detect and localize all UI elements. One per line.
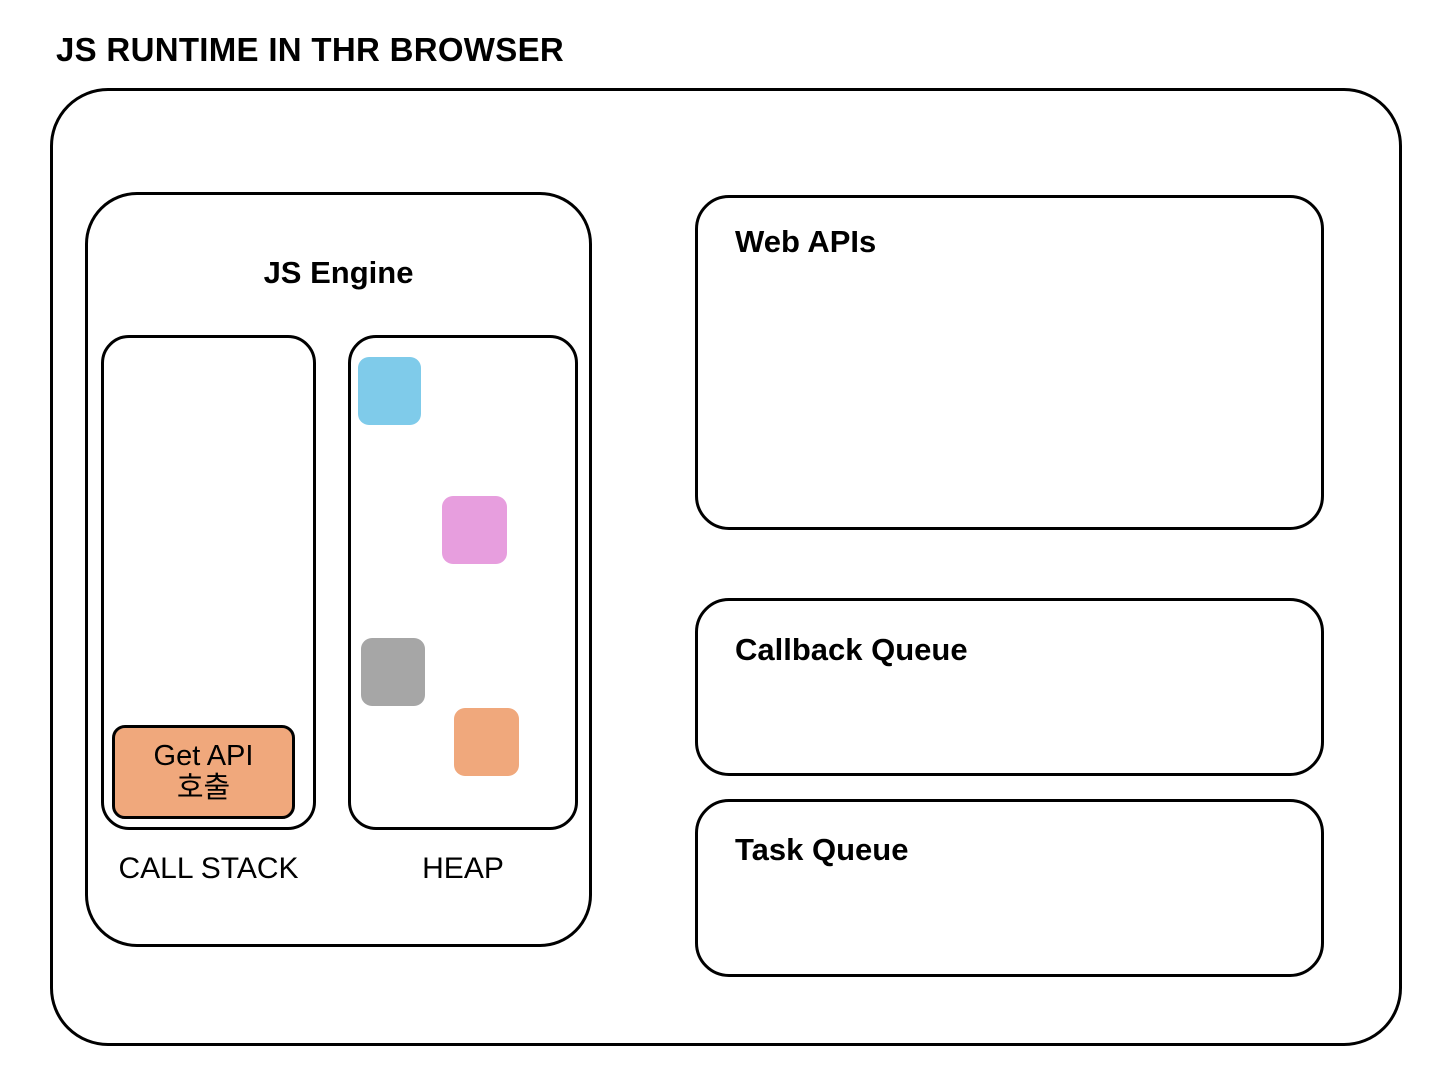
heap-object-pink — [442, 496, 507, 564]
web-apis-panel — [695, 195, 1324, 530]
page-title: JS RUNTIME IN THR BROWSER — [56, 31, 565, 68]
call-stack-frame-get-api[interactable]: Get API 호출 — [112, 725, 295, 819]
call-stack-frame-line-1: Get API — [153, 739, 254, 772]
heap-object-gray — [361, 638, 425, 706]
call-stack-label: CALL STACK — [118, 852, 299, 885]
callback-queue-title: Callback Queue — [735, 632, 968, 667]
heap-object-blue — [358, 357, 421, 425]
js-engine-title: JS Engine — [263, 255, 414, 290]
callback-queue-panel — [695, 598, 1324, 776]
heap-label: HEAP — [422, 852, 504, 885]
call-stack-frame-line-2: 호출 — [176, 772, 231, 804]
task-queue-panel — [695, 799, 1324, 977]
web-apis-title: Web APIs — [735, 224, 877, 259]
heap-object-orange — [454, 708, 519, 776]
task-queue-title: Task Queue — [735, 832, 909, 867]
